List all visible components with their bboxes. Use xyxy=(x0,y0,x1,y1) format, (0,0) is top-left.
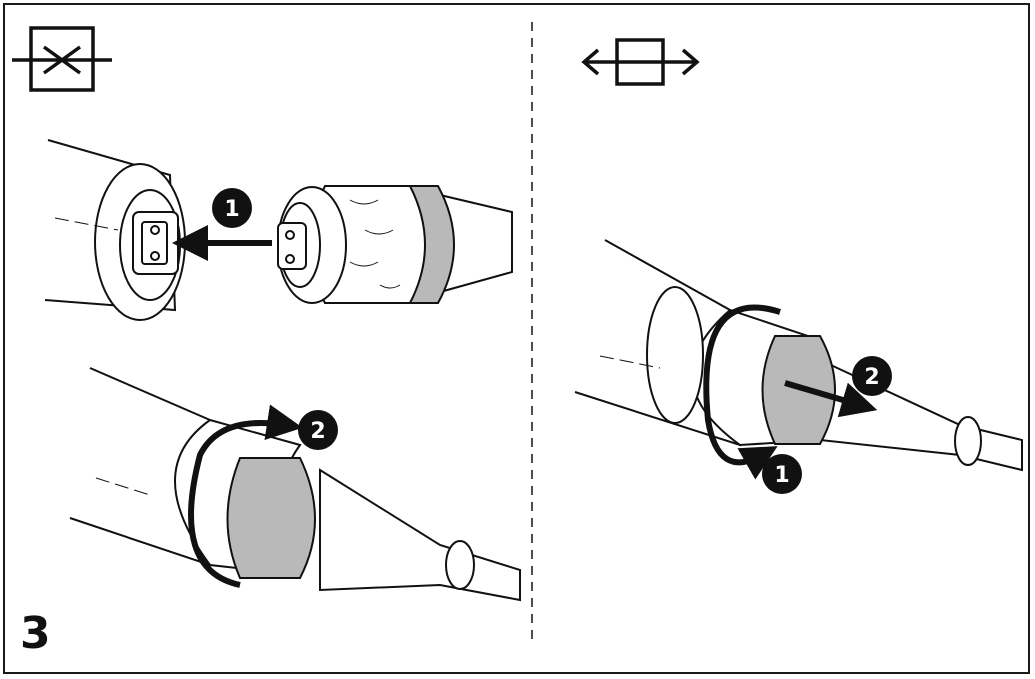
disconnect-icon xyxy=(581,38,700,86)
illustration-frame xyxy=(3,3,1030,674)
step-number: 3 xyxy=(20,608,51,659)
pull-arrow-icon xyxy=(784,380,878,418)
uncoupling-handle-illustration xyxy=(574,239,1023,472)
coupled-handle-illustration xyxy=(69,367,521,602)
step-badge-1: 1 xyxy=(762,454,802,494)
handle-socket-illustration xyxy=(44,139,186,321)
step-badge-2: 2 xyxy=(298,410,338,450)
step-badge-2-label: 2 xyxy=(310,419,325,444)
step-badge-1-label: 1 xyxy=(774,463,789,488)
rotate-arrow-icon xyxy=(703,304,781,480)
rotate-arrow-icon xyxy=(188,404,303,588)
step-badge-2: 2 xyxy=(852,356,892,396)
step-badge-1-label: 1 xyxy=(224,197,239,222)
step-badge-1: 1 xyxy=(212,188,252,228)
step-badge-2-label: 2 xyxy=(864,365,879,390)
connect-icon xyxy=(12,26,112,92)
connector-plug-illustration xyxy=(277,185,513,304)
